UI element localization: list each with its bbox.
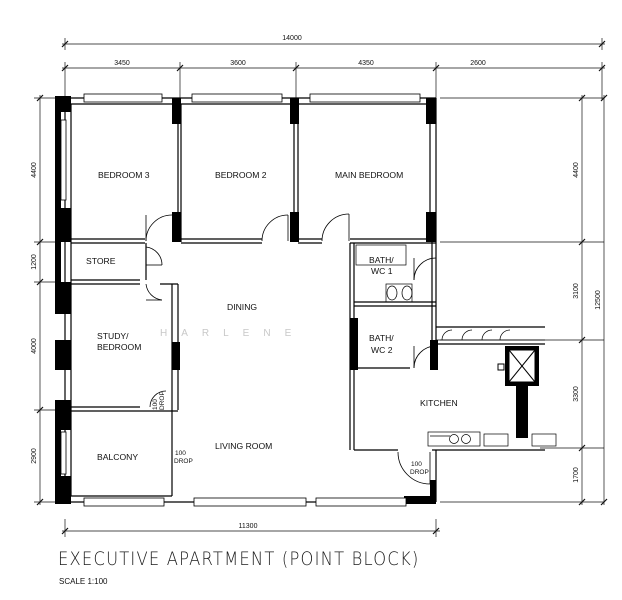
doors [145,213,437,485]
room-balcony: BALCONY [97,452,138,462]
windows [60,93,421,507]
dim-overall-depth: 12500 [595,290,602,310]
drop-kitchen-label: DROP [410,469,429,476]
watermark: HARLENE [160,328,305,339]
dim-left-1: 4400 [31,162,38,178]
dim-bottom: 11300 [239,523,258,530]
kitchen-counter [427,431,557,447]
room-dining: DINING [227,302,257,312]
room-bedroom-3: BEDROOM 3 [98,170,150,180]
dim-right-2: 3100 [573,283,580,299]
lift-shaft [497,349,536,383]
drop-study-label: DROP [159,391,166,410]
walls [64,97,545,503]
room-bath-1-line-1: BATH/ [369,255,394,265]
dim-left-3: 4000 [31,338,38,354]
room-living-room: LIVING ROOM [215,441,272,451]
dim-left-4: 2900 [31,448,38,464]
bath-fixtures [355,244,413,303]
dim-top-3: 4350 [358,60,374,67]
drop-kitchen-value: 100 [411,461,422,468]
dimension-lines [34,38,605,537]
columns [55,96,539,504]
room-bath-1-line-2: WC 1 [371,266,393,276]
dim-left-2: 1200 [31,254,38,270]
drop-living-label: DROP [174,458,193,465]
room-study-line-1: STUDY/ [97,331,129,341]
room-bedroom-2: BEDROOM 2 [215,170,267,180]
drop-study-value: 100 [152,399,159,410]
room-kitchen: KITCHEN [420,398,458,408]
room-study-line-2: BEDROOM [97,342,141,352]
dim-right-1: 4400 [573,162,580,178]
room-main-bedroom: MAIN BEDROOM [335,170,403,180]
dimension-ticks [36,40,608,535]
room-bath-2-line-2: WC 2 [371,345,393,355]
room-bath-2-line-1: BATH/ [369,333,394,343]
dim-right-4: 1700 [573,467,580,483]
drop-living-value: 100 [175,450,186,457]
room-store: STORE [86,256,116,266]
dim-top-4: 2600 [470,60,486,67]
dim-overall-width: 14000 [282,35,302,42]
dim-top-1: 3450 [114,60,130,67]
service-ledge [436,329,545,341]
plan-scale: SCALE 1:100 [59,577,108,586]
dim-right-3: 3300 [573,386,580,402]
dim-top-2: 3600 [230,60,246,67]
plan-title: EXECUTIVE APARTMENT (POINT BLOCK) [58,548,420,570]
